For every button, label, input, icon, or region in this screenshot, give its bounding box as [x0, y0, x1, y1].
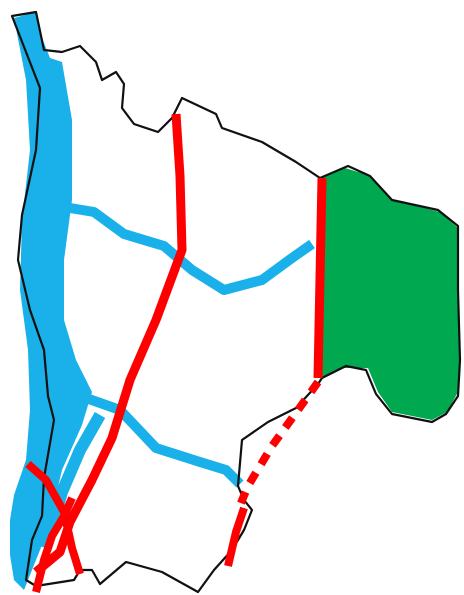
region-border — [10, 10, 462, 594]
green-area — [322, 168, 460, 420]
road-dashed — [234, 379, 322, 512]
road-sw-spur — [32, 496, 76, 593]
river-lower-branch — [40, 412, 106, 550]
main-river — [10, 12, 92, 590]
road-east — [313, 177, 327, 379]
road-north-south — [33, 113, 187, 576]
tributary-upper — [69, 203, 315, 295]
tributary-lower — [84, 393, 244, 488]
road-south-stub — [224, 506, 248, 567]
